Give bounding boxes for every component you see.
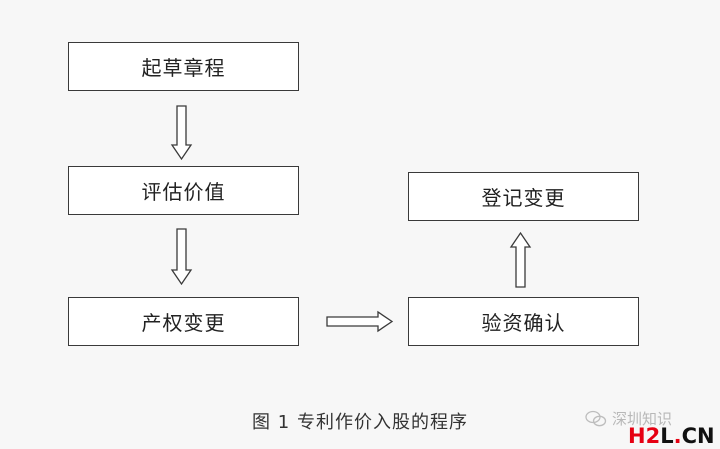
watermark-text: 深圳知识 [612, 410, 673, 428]
site-logo: H2L.CN [628, 424, 715, 448]
logo-dot: . [673, 424, 682, 448]
figure-caption: 图 1 专利作价入股的程序 [252, 412, 468, 433]
step-registration-change: 登记变更 [408, 172, 639, 221]
logo-l: L [660, 424, 674, 448]
arrow-down-1 [170, 105, 193, 161]
arrow-down-2 [170, 228, 193, 286]
step-capital-verification: 验资确认 [408, 297, 639, 346]
step-property-change: 产权变更 [68, 297, 299, 346]
logo-h2: H2 [628, 424, 661, 448]
arrow-right [326, 310, 394, 333]
step-draft-charter: 起草章程 [68, 42, 299, 91]
arrow-up [509, 231, 532, 288]
logo-cn: CN [681, 424, 715, 448]
wechat-icon [585, 410, 607, 427]
step-evaluate-value: 评估价值 [68, 166, 299, 215]
